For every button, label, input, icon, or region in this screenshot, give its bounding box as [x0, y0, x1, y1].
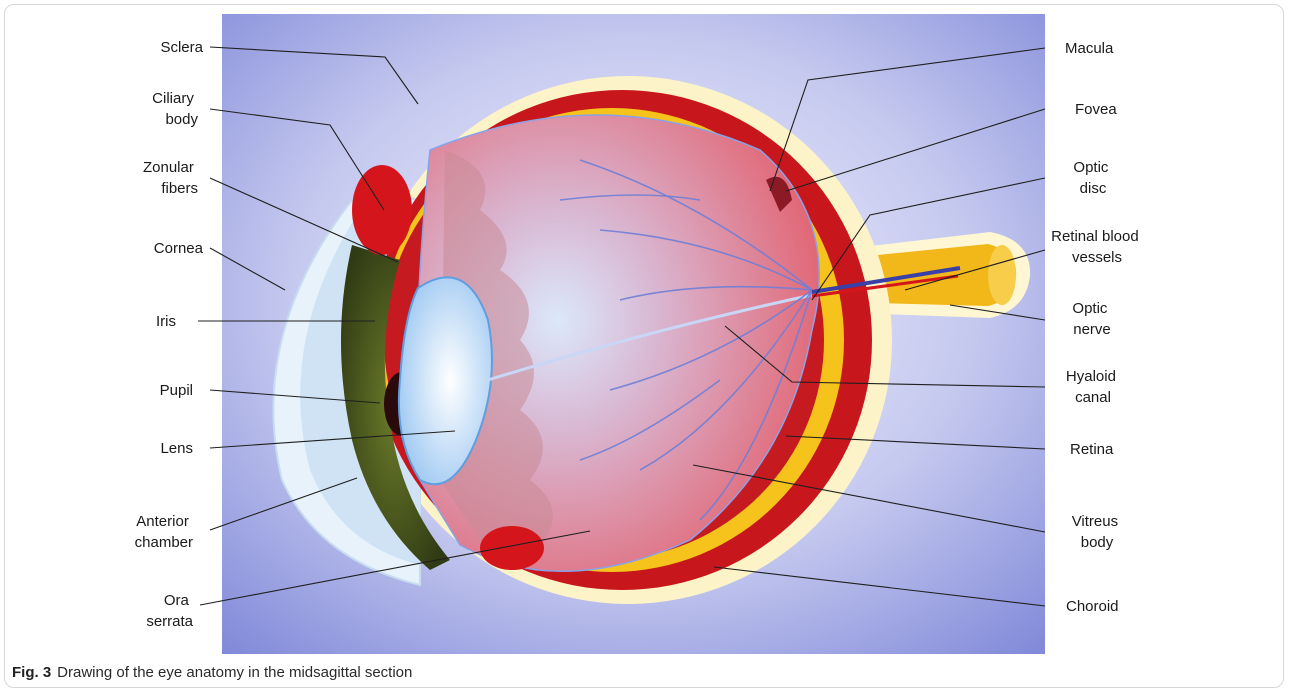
left-labels: Sclera Ciliary body Zonular fibers Corne…	[135, 39, 204, 630]
label-lens: Lens	[160, 440, 193, 457]
ciliary-body-shape	[352, 165, 412, 255]
label-sclera: Sclera	[160, 39, 203, 56]
label-hyaloid-canal: Hyaloid canal	[1066, 368, 1120, 406]
label-fovea: Fovea	[1075, 101, 1117, 118]
label-retinal-blood-vessels: Retinal blood vessels	[1051, 228, 1143, 266]
figure-caption: Fig. 3 Drawing of the eye anatomy in the …	[12, 664, 412, 681]
label-macula: Macula	[1065, 40, 1114, 57]
caption-label: Fig. 3	[12, 664, 51, 681]
label-ciliary-body: Ciliary body	[152, 90, 198, 128]
label-ora-serrata: Ora serrata	[146, 592, 193, 630]
label-choroid: Choroid	[1066, 598, 1119, 615]
label-iris: Iris	[156, 313, 176, 330]
label-zonular-fibers: Zonular fibers	[143, 159, 198, 197]
label-vitreus-body: Vitreus body	[1072, 513, 1123, 551]
label-cornea: Cornea	[154, 240, 204, 257]
label-retina: Retina	[1070, 441, 1114, 458]
label-optic-nerve: Optic nerve	[1072, 300, 1111, 338]
right-labels: Macula Fovea Optic disc Retinal blood ve…	[1051, 40, 1143, 615]
label-pupil: Pupil	[160, 382, 193, 399]
caption-text: Drawing of the eye anatomy in the midsag…	[57, 664, 412, 681]
label-optic-disc: Optic disc	[1073, 159, 1112, 197]
label-anterior-chamber: Anterior chamber	[135, 513, 193, 551]
